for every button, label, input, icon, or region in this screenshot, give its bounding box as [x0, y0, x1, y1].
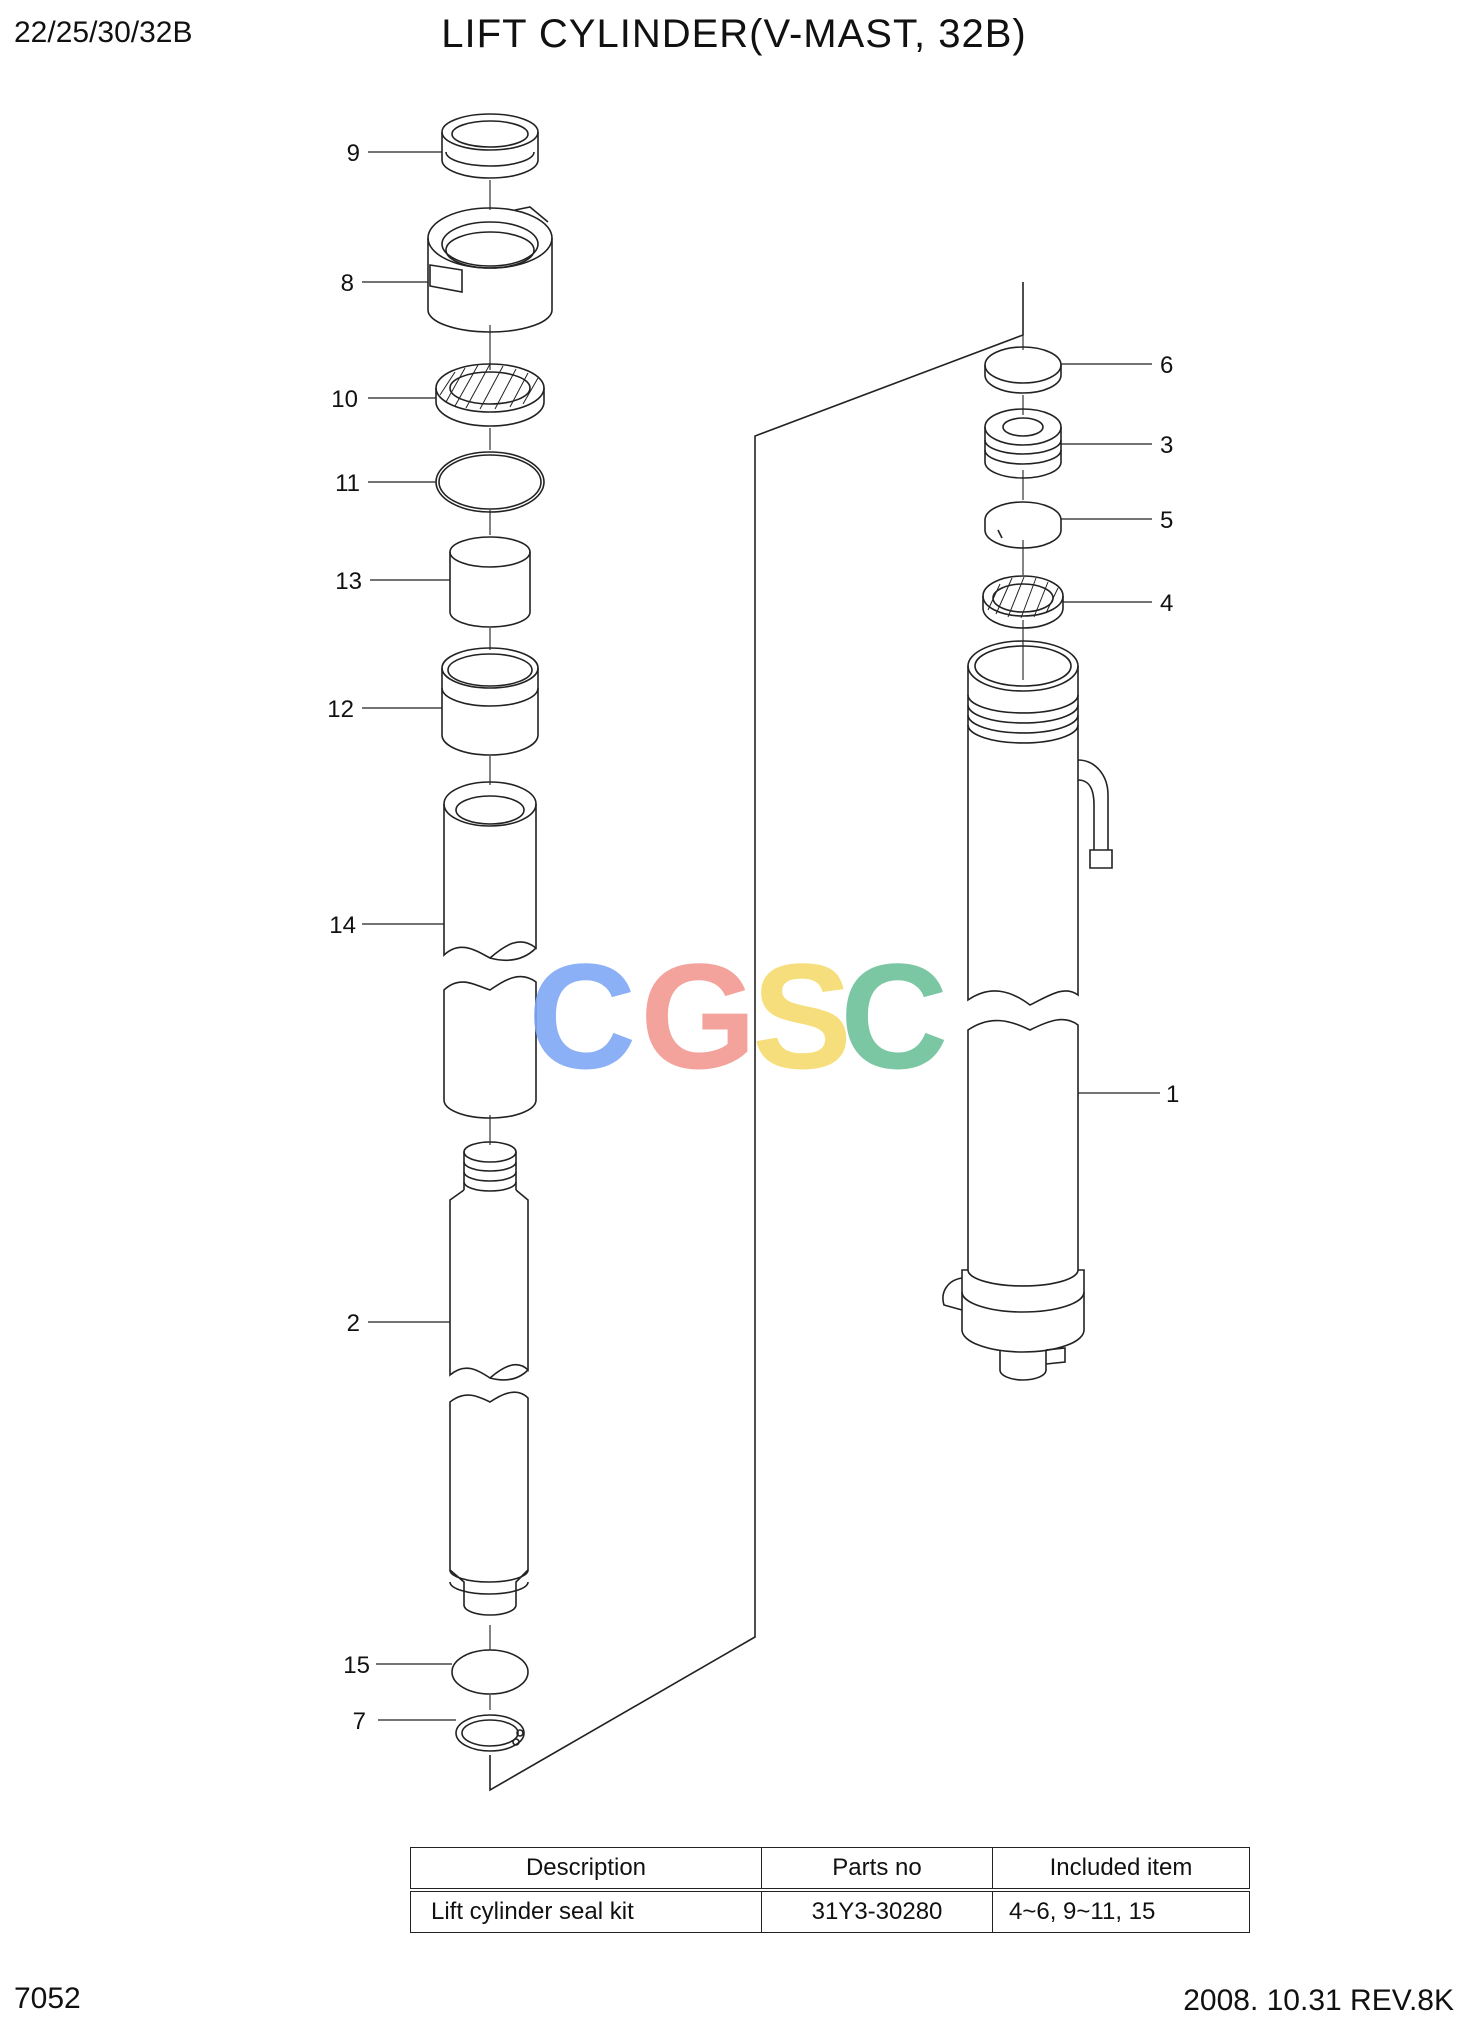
revision-date: 2008. 10.31 REV.8K: [1183, 1984, 1454, 2017]
watermark-letter-4: C: [840, 932, 948, 1100]
part-1-cylinder-tube: [942, 640, 1113, 1381]
watermark-letter-3: S: [752, 932, 852, 1100]
cell-description: Lift cylinder seal kit: [410, 1889, 762, 1933]
callout-3: 3: [1160, 432, 1173, 459]
part-3-packing: [984, 408, 1062, 479]
assembly-frame-line: [489, 282, 1024, 1792]
part-8-gland: [427, 206, 553, 333]
part-7-snap-ring: [455, 1714, 525, 1752]
callout-11: 11: [335, 470, 360, 497]
callout-12: 12: [327, 696, 354, 723]
callout-13: 13: [335, 568, 362, 595]
part-5-split-ring: [984, 501, 1062, 549]
callout-2: 2: [347, 1310, 360, 1337]
header-parts-no: Parts no: [761, 1847, 993, 1892]
callout-leaders: [362, 151, 1160, 1721]
watermark-letter-1: C: [528, 932, 636, 1100]
part-11-o-ring: [435, 451, 545, 513]
part-13-bush: [449, 536, 531, 628]
cell-parts-no: 31Y3-30280: [761, 1889, 993, 1933]
header-included-item: Included item: [992, 1847, 1250, 1892]
table-header-row: Description Parts no Included item: [410, 1847, 1250, 1892]
callout-9: 9: [347, 140, 360, 167]
part-14-guide-tube: [443, 781, 537, 1119]
cgsc-watermark: C G S C: [528, 932, 948, 1100]
part-4-ring: [982, 575, 1064, 629]
part-12-sleeve: [441, 647, 539, 756]
model-code: 22/25/30/32B: [14, 16, 193, 49]
page-number: 7052: [14, 1982, 81, 2015]
callout-7: 7: [353, 1708, 366, 1735]
page-title: LIFT CYLINDER(V-MAST, 32B): [441, 12, 1027, 56]
table-row: Lift cylinder seal kit 31Y3-30280 4~6, 9…: [410, 1889, 1250, 1933]
callout-6: 6: [1160, 352, 1173, 379]
callout-10: 10: [331, 386, 358, 413]
part-10-seal: [435, 363, 545, 427]
part-6-ring: [984, 346, 1062, 394]
part-15-o-ring: [451, 1649, 529, 1695]
callout-15: 15: [343, 1652, 370, 1679]
watermark-letter-2: G: [640, 932, 757, 1100]
callout-5: 5: [1160, 507, 1173, 534]
header-description: Description: [410, 1847, 762, 1892]
seal-kit-table: Description Parts no Included item Lift …: [410, 1847, 1250, 1933]
cell-included-item: 4~6, 9~11, 15: [992, 1889, 1250, 1933]
part-2-piston-rod: [449, 1141, 529, 1616]
part-9-ring: [441, 113, 539, 179]
callout-14: 14: [329, 912, 356, 939]
callout-8: 8: [341, 270, 354, 297]
callout-4: 4: [1160, 590, 1173, 617]
callout-1: 1: [1166, 1081, 1179, 1108]
